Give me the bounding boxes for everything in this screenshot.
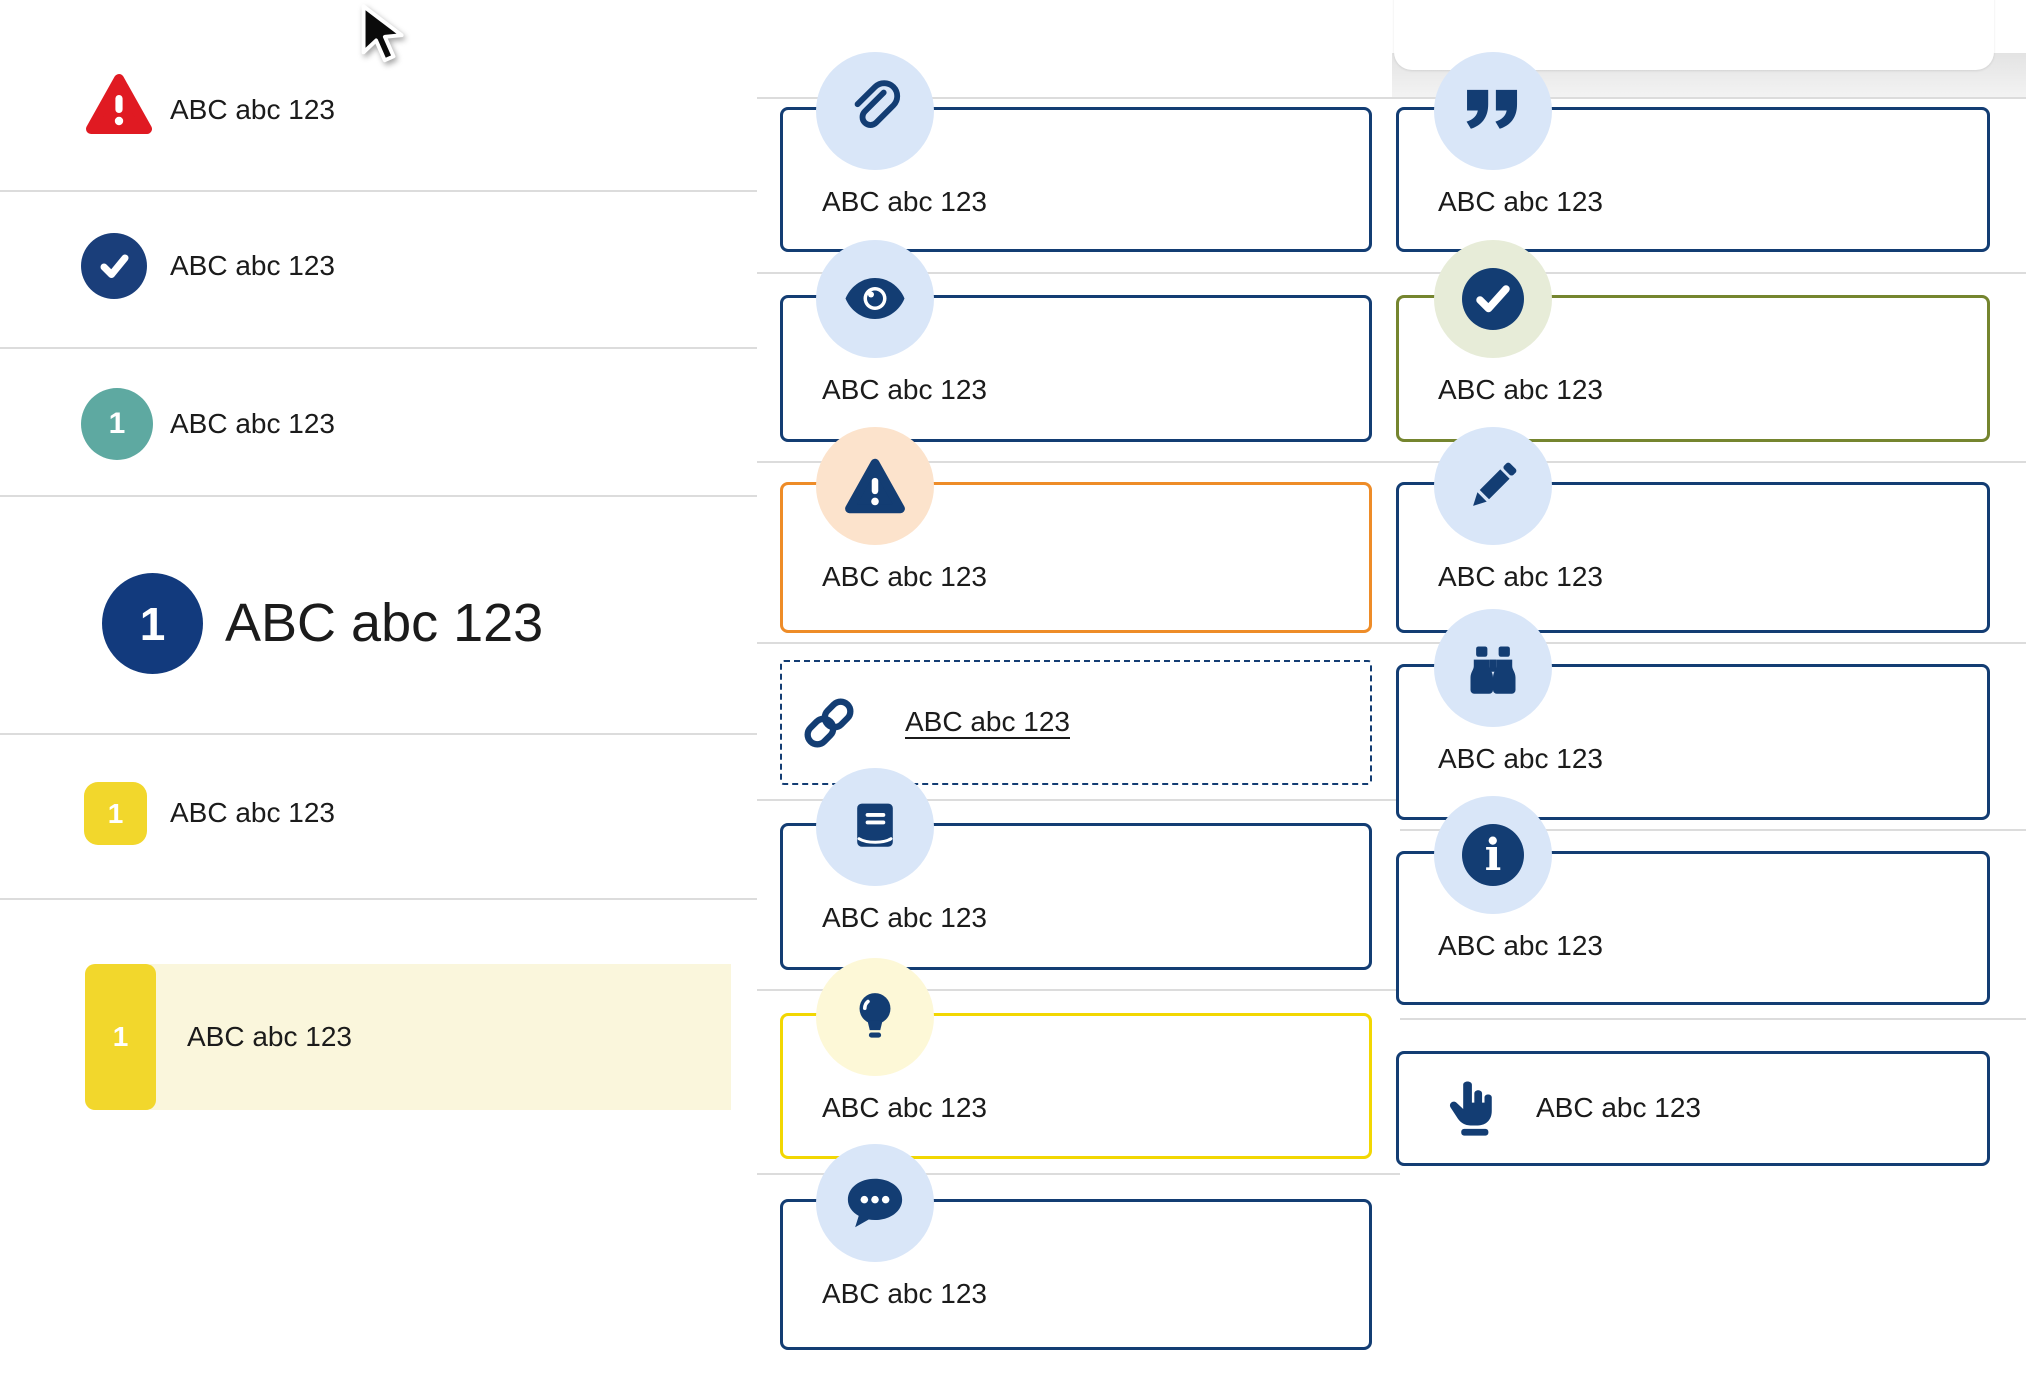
divider bbox=[0, 733, 757, 735]
binoculars-icon bbox=[1434, 609, 1552, 727]
navy-number-badge-large: 1 bbox=[102, 573, 203, 674]
divider bbox=[0, 495, 757, 497]
book-icon bbox=[816, 768, 934, 886]
info-icon: i bbox=[1434, 796, 1552, 914]
card-label: ABC abc 123 bbox=[1438, 561, 1603, 592]
check-circle-icon bbox=[1434, 240, 1552, 358]
card-label: ABC abc 123 bbox=[822, 186, 987, 217]
list-item-label[interactable]: ABC abc 123 bbox=[170, 94, 335, 125]
card-label: ABC abc 123 bbox=[822, 374, 987, 405]
card-label: ABC abc 123 bbox=[822, 1092, 987, 1123]
divider bbox=[757, 799, 1400, 801]
yellow-number-bar: 1 bbox=[85, 964, 156, 1110]
card-label: ABC abc 123 bbox=[1536, 1092, 1701, 1123]
divider bbox=[757, 642, 2026, 644]
teal-number-badge: 1 bbox=[81, 388, 153, 460]
divider bbox=[757, 1173, 1400, 1175]
list-item-label[interactable]: ABC abc 123 bbox=[170, 797, 335, 828]
card-label: ABC abc 123 bbox=[1438, 186, 1603, 217]
hand-pointer-icon bbox=[1438, 1077, 1500, 1139]
quote-icon bbox=[1434, 52, 1552, 170]
divider bbox=[0, 347, 757, 349]
eye-icon bbox=[816, 240, 934, 358]
divider bbox=[757, 97, 2026, 99]
card-label: ABC abc 123 bbox=[822, 1278, 987, 1309]
callout-card-attachment[interactable] bbox=[780, 107, 1372, 252]
list-item-label[interactable]: ABC abc 123 bbox=[170, 250, 335, 281]
card-label: ABC abc 123 bbox=[1438, 743, 1603, 774]
lightbulb-icon bbox=[816, 958, 934, 1076]
divider bbox=[757, 989, 1400, 991]
callout-card-action[interactable] bbox=[1396, 1051, 1990, 1166]
badge-number: 1 bbox=[112, 1021, 129, 1052]
warning-triangle-icon bbox=[85, 72, 153, 136]
badge-number: 1 bbox=[107, 797, 124, 829]
warning-icon bbox=[816, 427, 934, 545]
divider bbox=[0, 898, 757, 900]
callout-card-warning[interactable] bbox=[780, 482, 1372, 633]
pencil-icon bbox=[1434, 427, 1552, 545]
paperclip-icon bbox=[816, 52, 934, 170]
list-item-label[interactable]: ABC abc 123 bbox=[170, 408, 335, 439]
card-label: ABC abc 123 bbox=[822, 561, 987, 592]
card-label: ABC abc 123 bbox=[822, 902, 987, 933]
divider bbox=[757, 272, 2026, 274]
check-circle-icon bbox=[81, 233, 147, 299]
divider bbox=[1400, 829, 2026, 831]
badge-number: 1 bbox=[139, 597, 166, 650]
svg-text:i: i bbox=[1485, 830, 1502, 881]
divider bbox=[757, 461, 2026, 463]
mouse-cursor-icon bbox=[358, 2, 404, 72]
comment-icon bbox=[816, 1144, 934, 1262]
divider bbox=[0, 190, 757, 192]
card-link-label[interactable]: ABC abc 123 bbox=[905, 706, 1070, 737]
divider bbox=[1400, 1018, 2026, 1020]
highlighted-row[interactable] bbox=[150, 964, 731, 1110]
callout-card-link[interactable] bbox=[780, 660, 1372, 785]
list-item-label[interactable]: ABC abc 123 bbox=[225, 593, 544, 653]
list-item-label[interactable]: ABC abc 123 bbox=[187, 1021, 352, 1052]
link-icon bbox=[798, 692, 860, 754]
yellow-number-badge: 1 bbox=[84, 782, 147, 845]
card-label: ABC abc 123 bbox=[1438, 930, 1603, 961]
card-label: ABC abc 123 bbox=[1438, 374, 1603, 405]
badge-number: 1 bbox=[108, 407, 126, 440]
